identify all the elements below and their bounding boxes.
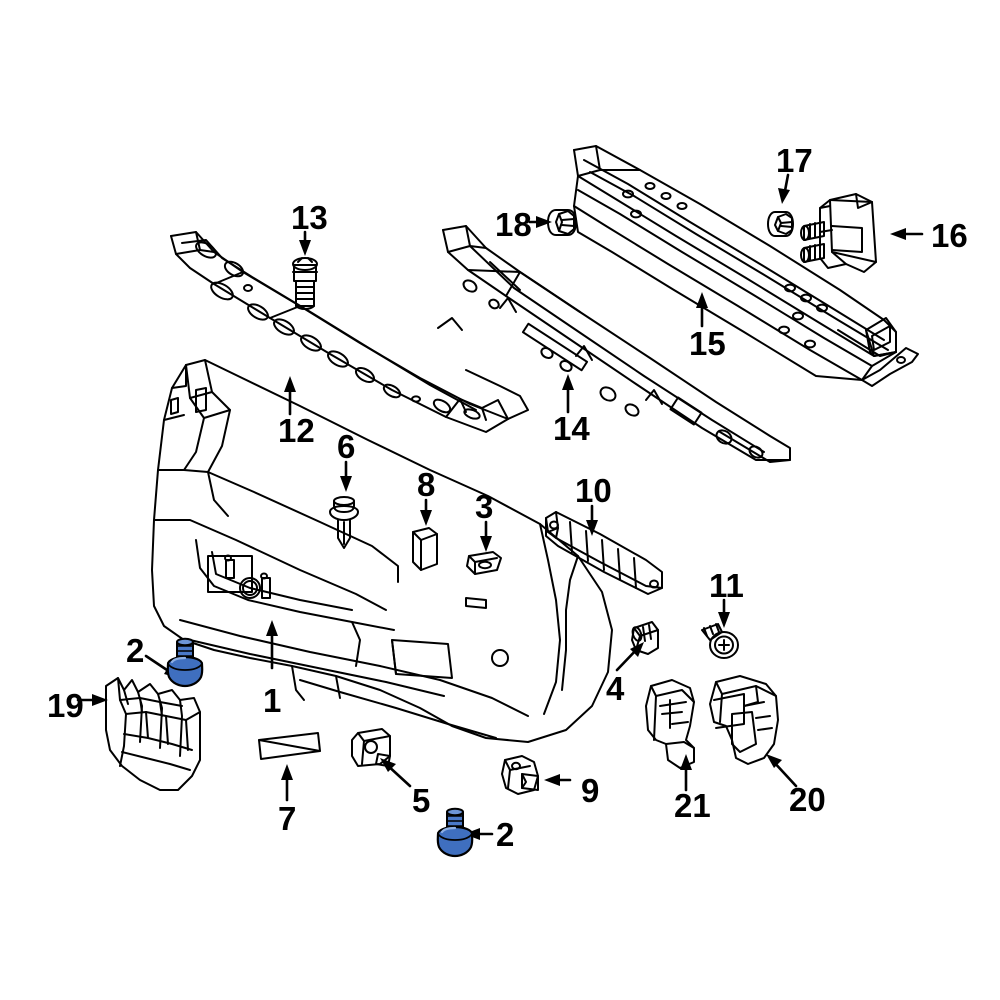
- callout-label-8[interactable]: 8: [417, 466, 436, 503]
- callout-label-20[interactable]: 20: [789, 781, 826, 818]
- part-17-flange-nut: [767, 211, 794, 237]
- part-8-spacer-block: [412, 527, 438, 571]
- part-20-bumper-side-retainer-right: [709, 675, 779, 765]
- part-21-bumper-side-retainer-left: [645, 679, 695, 769]
- part-3-retainer-clip: [466, 551, 502, 575]
- part-6-push-pin-clip: [329, 496, 359, 549]
- part-15-reinforcement-beam: [573, 145, 919, 387]
- part-11-phillips-screw: [701, 623, 739, 659]
- callout-label-19[interactable]: 19: [47, 687, 84, 724]
- part-14-lower-radiator-support: [437, 225, 791, 463]
- callout-label-14[interactable]: 14: [553, 410, 590, 447]
- callout-label-3[interactable]: 3: [475, 488, 494, 525]
- callout-label-9[interactable]: 9: [581, 772, 600, 809]
- callout-label-2a[interactable]: 2: [126, 632, 145, 669]
- callout-label-4[interactable]: 4: [606, 670, 625, 707]
- part-10-side-reinforcement-bracket: [545, 511, 663, 595]
- part-13-flange-bolt: [292, 257, 318, 310]
- part-16-tow-hook-bracket: [800, 193, 877, 273]
- callout-label-5[interactable]: 5: [412, 782, 431, 819]
- callout-label-18[interactable]: 18: [495, 206, 532, 243]
- callout-label-2b[interactable]: 2: [496, 816, 515, 853]
- callout-label-13[interactable]: 13: [291, 199, 328, 236]
- callout-label-10[interactable]: 10: [575, 472, 612, 509]
- part-4-flange-bolt: [631, 621, 659, 655]
- part-2-bumper-cover-bolt-upper: [166, 637, 204, 688]
- part-12-upper-tie-bar: [170, 231, 529, 433]
- part-18-flange-nut: [547, 209, 577, 236]
- callout-label-17[interactable]: 17: [776, 142, 813, 179]
- part-19-side-air-deflector: [105, 677, 201, 791]
- callout-label-21[interactable]: 21: [674, 787, 711, 824]
- part-2-bumper-cover-bolt-lower: [436, 807, 474, 858]
- callout-label-1[interactable]: 1: [263, 682, 282, 719]
- callout-label-15[interactable]: 15: [689, 325, 726, 362]
- callout-label-12[interactable]: 12: [278, 412, 315, 449]
- part-1-front-bumper-cover: [151, 359, 613, 743]
- part-9-bracket-clip: [501, 755, 539, 795]
- callout-label-16[interactable]: 16: [931, 217, 968, 254]
- callout-label-6[interactable]: 6: [337, 428, 356, 465]
- callout-label-11[interactable]: 11: [709, 567, 744, 604]
- part-7-seal-strip: [258, 732, 321, 760]
- callout-label-7[interactable]: 7: [278, 800, 297, 837]
